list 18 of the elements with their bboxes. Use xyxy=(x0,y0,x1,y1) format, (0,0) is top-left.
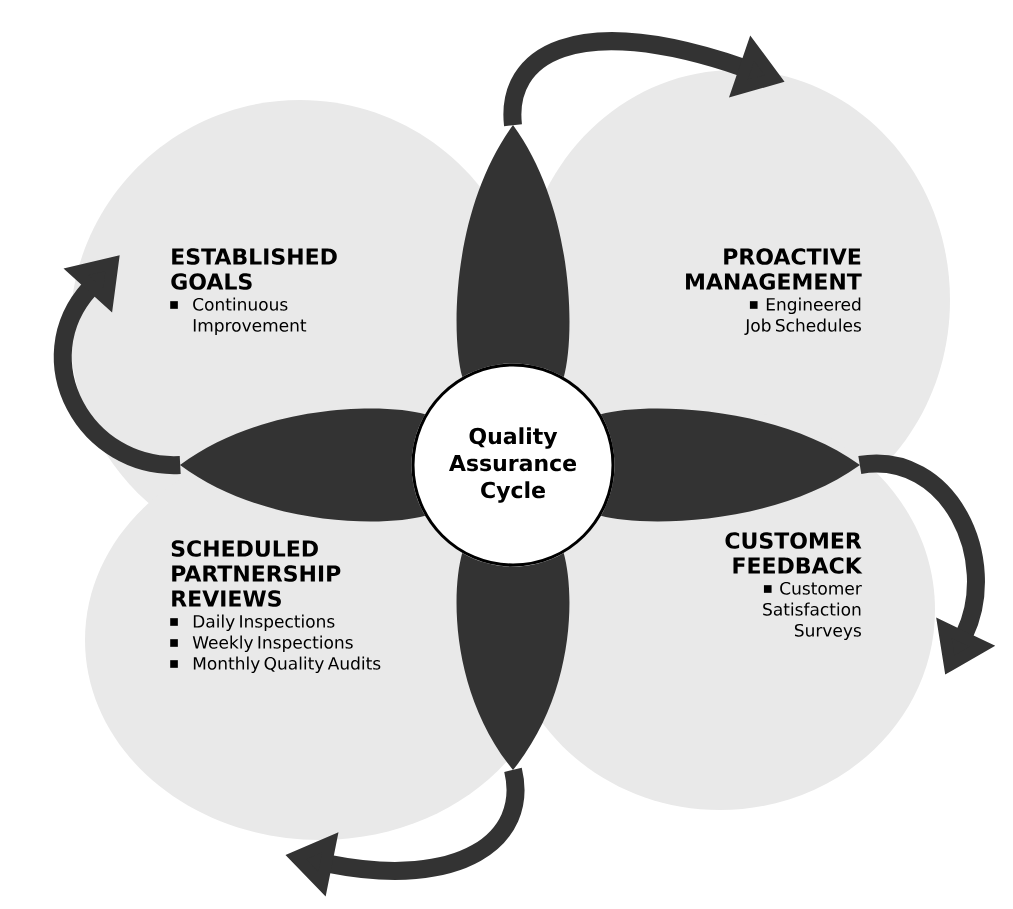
petal xyxy=(456,125,570,378)
text-block xyxy=(170,540,381,674)
petal xyxy=(600,408,860,522)
bullet-item: Weekly Inspections xyxy=(170,635,353,653)
heading: ESTABLISHED GOALS xyxy=(171,248,337,290)
text-block xyxy=(686,248,862,335)
petal xyxy=(456,552,570,770)
bullet-item: Customer Satisfaction Surveys xyxy=(763,581,862,641)
heading: PROACTIVE MANAGEMENT xyxy=(686,248,862,290)
bullet-item: Continuous Improvement xyxy=(170,297,307,336)
bullet-item: Monthly Quality Audits xyxy=(170,656,381,674)
heading: SCHEDULED PARTNERSHIP REVIEWS xyxy=(171,540,341,607)
petal xyxy=(180,408,426,522)
bullet-item: Engineered Job Schedules xyxy=(744,297,861,335)
bullet-item: Daily Inspections xyxy=(170,614,335,632)
text-block xyxy=(725,532,863,641)
text-block xyxy=(170,248,337,336)
heading: CUSTOMER FEEDBACK xyxy=(725,532,863,574)
